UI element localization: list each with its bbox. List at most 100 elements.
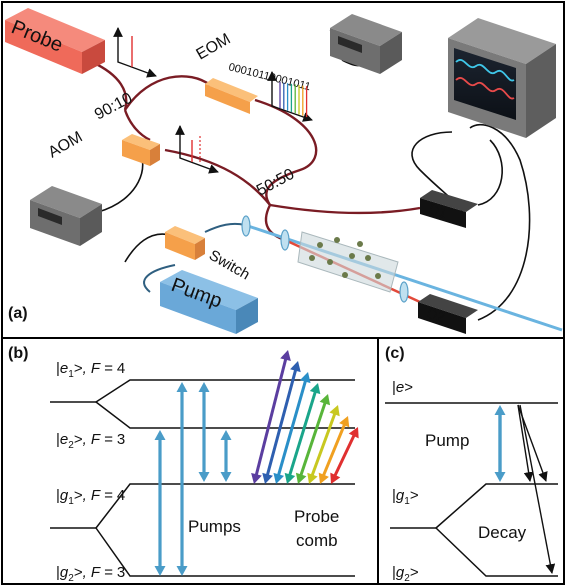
scope-trace-red <box>455 77 515 100</box>
inset-axes-probe <box>113 27 157 78</box>
d1-top <box>420 190 478 212</box>
probe-comb-arrow <box>307 405 340 484</box>
fiber-probe-to-splitter <box>91 60 128 111</box>
aom-label: AOM <box>46 129 86 162</box>
decay-arrow-g1-b <box>517 404 534 482</box>
level-g1 <box>95 483 355 529</box>
probe-comb-arrow <box>284 383 321 484</box>
lens-3 <box>399 281 409 303</box>
probe-comb-arrow <box>318 416 350 484</box>
pump-arrow <box>198 382 210 482</box>
probe-comb-label-line2: comb <box>296 531 338 550</box>
splitter-50-50-label: 50:50 <box>254 166 297 200</box>
probe-box-side <box>82 40 105 74</box>
cable-switch <box>124 233 171 263</box>
d2-label: D2 <box>425 305 447 326</box>
level-c-e-label: |e> <box>392 379 413 396</box>
scope-side <box>526 44 556 138</box>
cable-d2-scope <box>469 123 531 321</box>
pump-box-side <box>236 298 258 334</box>
panel-b: (b) |e1>, F = 4 |e2>, F = 3 |g1>, F = 4 … <box>8 345 359 584</box>
lens-1 <box>241 215 251 237</box>
panel-a-label: (a) <box>8 305 28 322</box>
level-e1-label: |e1>, F = 4 <box>56 360 125 380</box>
inset-axes-eom <box>267 71 313 122</box>
d1-label: D1 <box>427 201 449 222</box>
probe-box-top <box>5 8 105 52</box>
aom-generator-display <box>38 208 62 225</box>
panel-c-pump-arrow <box>494 405 506 482</box>
inset-spectrum-eom <box>267 71 313 122</box>
decay-label: Decay <box>478 523 527 542</box>
pumps-label: Pumps <box>188 517 241 536</box>
panel-c-levels <box>385 402 558 577</box>
eom-label: EOM <box>194 31 234 64</box>
probe-comb-arrow <box>330 427 359 484</box>
aom-side <box>150 144 160 166</box>
aom-top <box>122 134 160 150</box>
atom-cell-body <box>297 231 399 293</box>
fiber-pump-to-switch <box>143 264 176 293</box>
d1-front <box>420 198 466 228</box>
detector-d1: D1 <box>420 190 478 228</box>
pump-arrow <box>176 382 188 576</box>
level-e2 <box>95 401 355 429</box>
atoms <box>309 237 381 279</box>
fiber-splitter-to-eom <box>123 75 211 111</box>
pump-box-front <box>160 282 236 334</box>
level-g2 <box>95 527 355 577</box>
inset-comb-lines <box>279 82 308 118</box>
decay-arrow-g2 <box>519 404 556 574</box>
oscilloscope <box>448 18 556 138</box>
probe-comb-arrows <box>251 350 359 484</box>
fiber-to-d1 <box>269 203 421 215</box>
level-c-g1-label: |g1> <box>392 487 419 507</box>
cable-d1-out <box>477 139 503 206</box>
pump-label-c: Pump <box>425 431 469 450</box>
eom-generator-display <box>338 36 362 53</box>
probe-comb-arrow <box>262 361 301 484</box>
eom-generator-top <box>330 14 402 46</box>
level-g1-label: |g1>, F = 4 <box>56 487 125 507</box>
eom-front <box>205 84 250 114</box>
switch-side <box>195 238 205 260</box>
fiber-switch-out <box>204 222 246 233</box>
pump-arrow-c <box>494 405 506 482</box>
scope-top <box>448 18 556 64</box>
pump-arrow <box>154 430 166 576</box>
panel-c: (c) |e> |g1> |g2> Pump Decay <box>385 345 558 584</box>
pump-laser: Pump <box>160 270 258 334</box>
switch-front <box>165 232 195 260</box>
switch-label: Switch <box>206 247 253 284</box>
probe-comb-arrow <box>295 394 331 484</box>
inset-spectrum-probe <box>113 27 157 78</box>
eom-top <box>205 78 258 102</box>
eom-generator-side <box>380 32 402 74</box>
probe-comb-label-line1: Probe <box>294 507 339 526</box>
pump-beam <box>244 223 563 332</box>
switch-top <box>165 226 205 244</box>
probe-comb-arrow <box>251 350 291 484</box>
probe-laser: Probe <box>5 8 105 74</box>
pump-box-top <box>160 270 258 310</box>
aom-front <box>122 140 150 166</box>
detector-d2: D2 <box>418 294 478 334</box>
fiber-splitter-to-aom <box>123 109 151 142</box>
panel-c-label: (c) <box>385 345 405 362</box>
panel-a: Probe Pump EOM 00010110001011 AOM <box>5 8 563 334</box>
aom-generator-top <box>30 186 102 218</box>
level-c-g1 <box>435 483 558 529</box>
atom-cell <box>297 231 399 293</box>
inset-axes-aom <box>175 125 219 174</box>
scope-trace-blue <box>455 59 515 82</box>
level-e2-label: |e2>, F = 3 <box>56 431 125 451</box>
panel-b-label: (b) <box>8 345 28 362</box>
d2-top <box>418 294 478 318</box>
lens-2 <box>280 229 290 251</box>
pump-arrows <box>154 382 232 576</box>
aom-generator-side <box>80 204 102 246</box>
level-g2-label: |g2>, F = 3 <box>56 564 125 584</box>
